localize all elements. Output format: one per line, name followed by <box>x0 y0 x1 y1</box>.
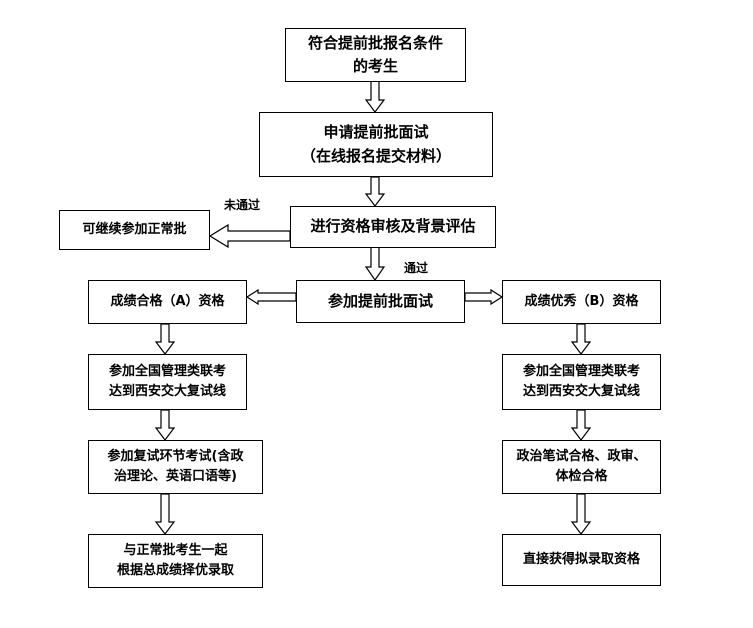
node-review: 进行资格审核及背景评估 <box>290 206 496 248</box>
node-a-retest: 参加复试环节考试(含政 治理论、英语口语等) <box>88 440 263 494</box>
node-text: 达到西安交大复试线 <box>522 384 640 399</box>
node-text: 符合提前批报名条件 <box>307 33 443 52</box>
node-text: （在线报名提交材料） <box>300 146 451 165</box>
arrow-retest-to-final <box>154 493 176 535</box>
arrow-check-to-final <box>570 493 592 535</box>
label-not-passed: 未通过 <box>224 198 261 212</box>
arrow-apply-to-review <box>364 176 386 207</box>
node-text: 达到西安交大复试线 <box>108 384 226 399</box>
arrow-review-to-reject <box>208 223 291 249</box>
label-passed: 通过 <box>404 261 429 275</box>
node-text: 申请提前批面试 <box>323 123 429 142</box>
node-reject: 可继续参加正常批 <box>59 210 210 250</box>
node-grade-b: 成绩优秀（B）资格 <box>502 280 661 324</box>
arrow-aexam-to-retest <box>154 409 176 441</box>
node-text: 与正常批考生一起 <box>123 542 228 558</box>
node-text: 的考生 <box>352 57 398 75</box>
arrow-a-to-exam <box>154 323 176 355</box>
arrow-interview-to-a <box>245 288 297 306</box>
node-a-exam: 参加全国管理类联考 达到西安交大复试线 <box>88 354 247 410</box>
node-text: 参加全国管理类联考 <box>108 363 226 379</box>
node-text: 成绩优秀（B）资格 <box>524 293 639 309</box>
arrow-bexam-to-check <box>570 409 592 441</box>
node-text: 治理论、英语口语等) <box>114 469 237 484</box>
node-text: 参加复试环节考试(含政 <box>107 448 244 464</box>
node-text: 成绩合格（A）资格 <box>110 293 225 309</box>
node-a-final: 与正常批考生一起 根据总成绩择优录取 <box>88 534 263 588</box>
node-apply: 申请提前批面试 （在线报名提交材料） <box>259 112 493 177</box>
node-text: 参加全国管理类联考 <box>522 363 640 379</box>
node-b-final: 直接获得拟录取资格 <box>502 534 661 586</box>
node-grade-a: 成绩合格（A）资格 <box>88 280 247 324</box>
node-text: 直接获得拟录取资格 <box>522 551 640 567</box>
node-text: 体检合格 <box>555 469 608 484</box>
node-text: 参加提前批面试 <box>327 291 433 310</box>
arrow-start-to-apply <box>364 80 386 113</box>
node-text: 政治笔试合格、政审、 <box>516 448 647 464</box>
node-text: 可继续参加正常批 <box>82 221 187 237</box>
arrow-review-to-interview <box>364 246 386 282</box>
arrow-interview-to-b <box>464 288 504 306</box>
node-text: 进行资格审核及背景评估 <box>310 217 476 236</box>
node-b-check: 政治笔试合格、政审、 体检合格 <box>502 440 661 494</box>
arrow-b-to-exam <box>570 323 592 355</box>
node-start: 符合提前批报名条件 的考生 <box>285 28 466 82</box>
node-text: 根据总成绩择优录取 <box>116 563 234 578</box>
node-interview: 参加提前批面试 <box>296 280 465 323</box>
node-b-exam: 参加全国管理类联考 达到西安交大复试线 <box>502 354 661 410</box>
